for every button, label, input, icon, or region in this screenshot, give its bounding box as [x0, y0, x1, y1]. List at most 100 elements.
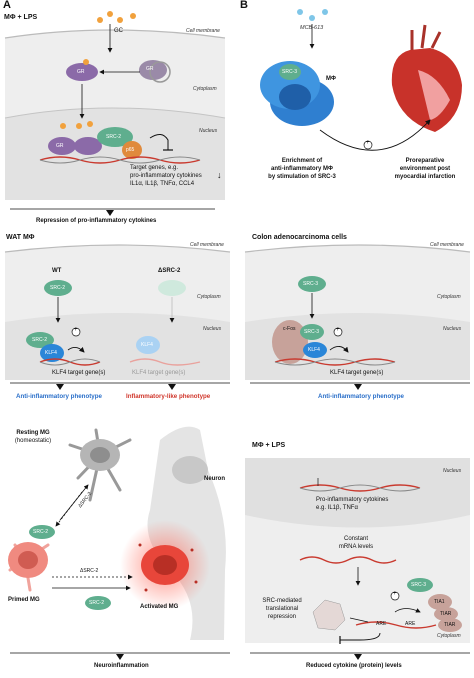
- panel-a-conclusion: Repression of pro-inflammatory cytokines: [36, 218, 157, 224]
- down-arrow-right: [168, 384, 176, 390]
- plus-circle: [333, 327, 343, 337]
- enrichment-line3: by stimulation of SRC-3: [268, 174, 336, 180]
- panel-d-membrane-label: Cell membrane: [430, 242, 464, 248]
- panel-f-nucleus: [245, 458, 470, 528]
- plus-circle: [71, 327, 81, 337]
- cell-membrane-label: Cell membrane: [186, 28, 220, 34]
- neuron-label: Neuron: [204, 476, 225, 482]
- gc-bound: [87, 121, 93, 127]
- ribosome-icon: [312, 599, 346, 631]
- anti-inflammatory-label-d: Anti-inflammatory phenotype: [318, 393, 404, 400]
- gr-dimer-right: [74, 137, 102, 155]
- heart-vessels: [410, 24, 442, 50]
- panel-c: [4, 244, 231, 390]
- hsp-ring: [149, 61, 171, 83]
- klf4-target-wt: KLF4 target gene(s): [52, 370, 106, 376]
- repression-line: [349, 617, 369, 623]
- panel-f-nucleus-label: Nucleus: [443, 468, 462, 474]
- target-genes-line3: IL1α, IL1β, TNFα, CCL4: [130, 181, 195, 187]
- enrichment-line2: anti-inflammatory MΦ: [271, 166, 333, 172]
- panel-c-membrane-label: Cell membrane: [190, 242, 224, 248]
- src2-wt: [44, 280, 72, 296]
- cytokines-example: e.g. IL1β, TNFα: [316, 505, 358, 511]
- panel-c-nucleus-label: Nucleus: [203, 326, 222, 332]
- resting-mg-sublabel: (homeostatic): [14, 438, 52, 444]
- gr-label-complex: GR: [146, 66, 154, 72]
- tiar-protein: [438, 618, 462, 632]
- delta-src2-label-2: ΔSRC-2: [80, 568, 99, 574]
- panel-a-nuclear-envelope: [4, 107, 226, 119]
- panel-f-header: MΦ + LPS: [252, 442, 286, 449]
- plus-circle: [363, 140, 373, 150]
- panel-c-nucleus: [5, 313, 230, 380]
- down-arrow: [354, 654, 362, 660]
- src2-label-e2: SRC-2: [89, 600, 105, 606]
- cytokine-dot: [194, 580, 198, 584]
- plus-sign-b: +: [366, 140, 370, 146]
- are-label-1: ARE: [376, 621, 387, 627]
- gc-bound: [76, 123, 82, 129]
- plus-sign-d: +: [336, 327, 340, 333]
- resting-mg-nucleus: [90, 447, 110, 463]
- klf4-label-d: KLF4: [308, 347, 320, 353]
- panel-b: [260, 9, 462, 151]
- resting-mg-label: Resting MG: [16, 430, 50, 436]
- klf4-target-d: KLF4 target gene(s): [330, 370, 384, 376]
- gr-label-cyto: GR: [77, 69, 85, 75]
- src3-label-b: SRC-3: [282, 69, 298, 75]
- panel-a-header: MΦ + LPS: [4, 14, 38, 21]
- panel-c-header: WAT MΦ: [6, 234, 35, 241]
- tiar-label-1: TIAR: [440, 611, 452, 617]
- cytokine-dot: [190, 548, 194, 552]
- constant-mrna-line2: mRNA levels: [338, 544, 374, 550]
- ko-label: ΔSRC-2: [158, 268, 181, 274]
- gc-molecule: [117, 17, 123, 23]
- klf4-protein: [303, 342, 327, 358]
- panel-f-cytoplasm-label: Cytoplasm: [437, 633, 461, 639]
- repression-arc: [149, 134, 169, 150]
- p65-subunit: [122, 141, 142, 159]
- repression-line3: repression: [267, 614, 296, 620]
- klf4-target-ko: KLF4 target gene(s): [132, 370, 186, 376]
- gr-blob: [66, 63, 98, 81]
- constant-mrna-line1: Constant: [343, 536, 368, 542]
- panel-e: [8, 426, 230, 660]
- macrophage-nucleus: [279, 84, 311, 110]
- gc-bound: [60, 123, 66, 129]
- tiar-label-2: TIAR: [444, 622, 456, 628]
- gc-bound: [83, 59, 89, 65]
- activated-mg-label: Activated MG: [140, 604, 179, 610]
- src3-label-f: SRC-3: [411, 582, 427, 588]
- mcb-molecule: [309, 15, 315, 21]
- tia1-protein: [428, 594, 452, 610]
- proreparative-line1: Proreparative: [405, 158, 445, 164]
- src2-label-c-nuc: SRC-2: [32, 337, 48, 343]
- dna-strand: [274, 358, 396, 366]
- tia1-label: TIA1: [434, 599, 445, 605]
- dna-strand: [299, 484, 421, 492]
- panel-d-membrane-line: [244, 244, 471, 253]
- panel-d: [244, 244, 471, 390]
- plus-circle: [390, 591, 400, 601]
- plus-sign-f: +: [393, 591, 397, 597]
- dna-strand: [39, 156, 201, 164]
- cfos-label: c-Fos: [283, 326, 296, 332]
- target-genes-line2: pro-inflammatory cytokines: [130, 173, 202, 179]
- activation-arrow: [67, 346, 85, 353]
- inflammatory-like-label: Inflammatory-like phenotype: [126, 393, 211, 400]
- src3-label-d-nuc: SRC-3: [304, 329, 320, 335]
- src2-label-c: SRC-2: [50, 285, 66, 291]
- panel-e-conclusion: Neuroinflammation: [94, 663, 149, 669]
- panel-a-down-arrow: [106, 210, 114, 216]
- repression-arc: [340, 632, 381, 641]
- proreparative-line3: myocardial infarction: [394, 174, 456, 180]
- cytokine-dot: [144, 588, 148, 592]
- cytokines-label: Pro-inflammatory cytokines: [316, 497, 389, 503]
- src3-protein: [407, 578, 433, 592]
- gc-molecule: [107, 11, 113, 17]
- gr-label-nuc: GR: [56, 143, 64, 149]
- cytoplasm-label: Cytoplasm: [193, 86, 217, 92]
- src3-protein: [279, 64, 301, 80]
- mrna-strand: [299, 556, 397, 564]
- repression-line2: translational: [265, 606, 299, 612]
